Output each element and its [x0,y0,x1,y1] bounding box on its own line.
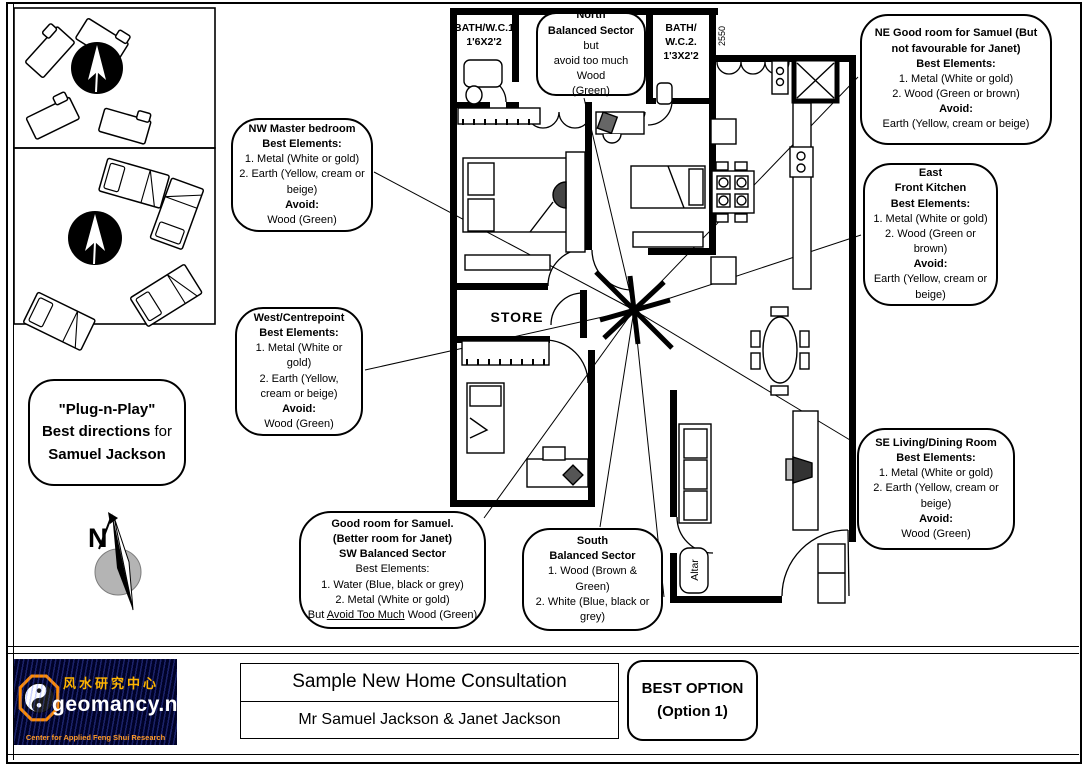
best-option-badge: BEST OPTION (Option 1) [627,660,758,741]
project-title: Sample New Home Consultation [241,664,618,702]
furniture [457,59,846,604]
yin-yang-icon [18,674,60,722]
compass-north-letter: N [88,523,108,553]
logo-tagline: Center for Applied Feng Shui Research [25,733,166,742]
logo-chinese-text: 风水研究中心 [63,676,160,691]
dimension-label: 2550 [717,26,727,46]
logo-domain-text: geomancy.net [52,693,177,716]
bath1-label-line1: BATH/W.C.1 [454,22,514,34]
callout-sw-sector: Good room for Samuel.(Better room for Ja… [299,511,486,629]
plan-labels: BATH/W.C.1 1'6X2'2 BATH/ W.C.2. 1'3X2'2 … [454,22,727,581]
client-names: Mr Samuel Jackson & Janet Jackson [298,710,561,728]
separator-line-1 [8,646,1079,647]
bath2-label-line2: W.C.2. [665,36,697,48]
altar-label: Altar [689,559,701,581]
geomancy-logo: 风水研究中心 geomancy.net Center for Applied F… [14,659,177,745]
title-block: Sample New Home Consultation Mr Samuel J… [240,663,619,739]
bath1-label-line2: 1'6X2'2 [466,36,502,48]
centerpoint-star [594,270,674,350]
bed-cluster-bottom [22,157,205,352]
store-label: STORE [491,309,544,325]
direction-boxes [13,7,216,325]
walls [450,8,856,603]
separator-line-3 [8,754,1079,755]
bath2-label-line3: 1'3X2'2 [663,50,699,62]
separator-line-2 [8,653,1079,654]
best-option-line1: BEST OPTION [641,680,744,697]
best-option-line2: (Option 1) [657,702,728,720]
sheet-inner-border [13,2,14,760]
compass-rose: N [88,512,142,611]
shaft [791,56,856,104]
bed-cluster-top [19,11,154,146]
bath2-label-line1: BATH/ [665,22,696,34]
